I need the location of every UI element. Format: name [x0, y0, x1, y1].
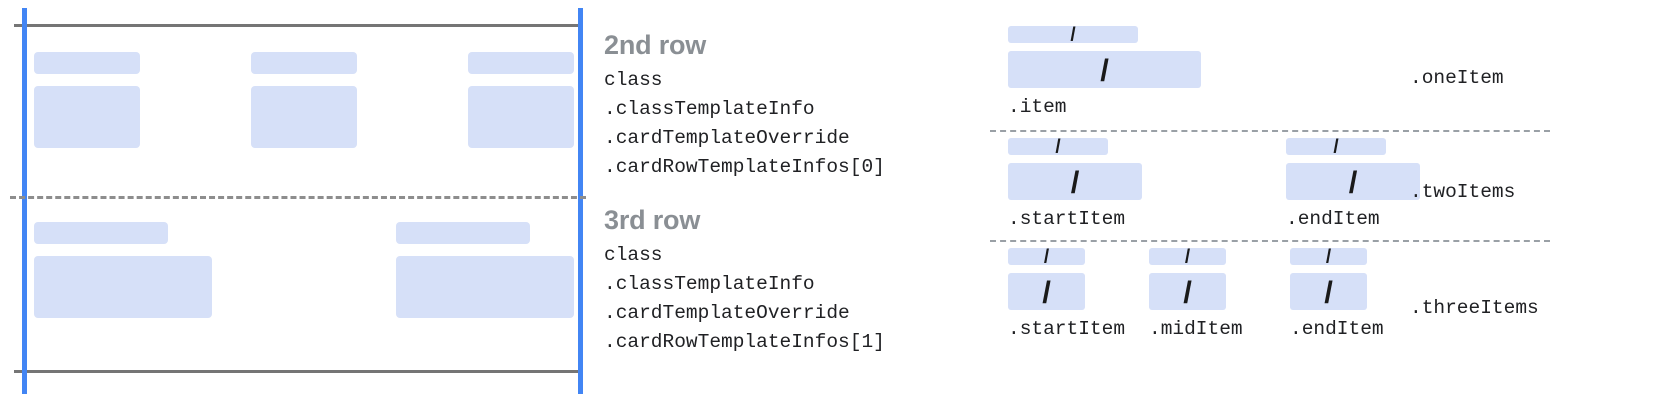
cell-body-placeholder — [34, 256, 212, 318]
layout-slot: / / .midItem — [1149, 248, 1290, 341]
slash-icon: / — [1183, 274, 1192, 309]
cell-title-placeholder — [34, 52, 140, 74]
card-row-2 — [34, 52, 574, 148]
layout-slot: / / .item — [1008, 26, 1201, 119]
slot-body-placeholder: / — [1008, 163, 1142, 200]
slash-icon: / — [1070, 164, 1080, 199]
card-cell — [34, 222, 212, 318]
slash-icon: / — [1184, 248, 1191, 265]
cell-title-placeholder — [396, 222, 530, 244]
card-cell — [34, 52, 140, 148]
caption-code-line: class — [604, 244, 663, 266]
caption-block-2nd-row: 2nd row class .classTemplateInfo .cardTe… — [604, 28, 885, 182]
row-captions: 2nd row class .classTemplateInfo .cardTe… — [604, 0, 964, 412]
slash-icon: / — [1100, 52, 1109, 87]
grid-left-guide — [22, 8, 27, 394]
variant-slots: / / .startItem / / .endItem — [1008, 138, 1564, 231]
cell-body-placeholder — [34, 86, 140, 148]
slot-label: .startItem — [1008, 208, 1126, 230]
slot-label: .endItem — [1290, 318, 1384, 340]
slot-body-placeholder: / — [1008, 273, 1085, 310]
variant-slots: / / .item — [1008, 26, 1201, 119]
card-cell — [396, 222, 574, 318]
slot-body-placeholder: / — [1290, 273, 1367, 310]
caption-code-line: .classTemplateInfo — [604, 98, 815, 120]
variant-label: .threeItems — [1410, 297, 1539, 319]
variant-label: .oneItem — [1410, 67, 1504, 89]
layout-slot: / / .endItem — [1290, 248, 1431, 341]
slot-title-placeholder: / — [1286, 138, 1386, 155]
slash-icon: / — [1042, 274, 1051, 309]
caption-code-line: class — [604, 69, 663, 91]
layout-slot: / / .startItem — [1008, 138, 1286, 231]
slot-body-placeholder: / — [1286, 163, 1420, 200]
caption-heading: 3rd row — [604, 205, 701, 235]
caption-heading: 2nd row — [604, 30, 707, 60]
slot-body-placeholder: / — [1149, 273, 1226, 310]
layout-slot: / / .startItem — [1008, 248, 1149, 341]
grid-right-guide — [578, 8, 583, 394]
cell-body-placeholder — [468, 86, 574, 148]
grid-bottom-rule — [14, 370, 580, 373]
caption-code-line: .cardTemplateOverride — [604, 127, 850, 149]
slot-body-placeholder: / — [1008, 51, 1201, 88]
slash-icon: / — [1055, 138, 1061, 155]
cell-title-placeholder — [468, 52, 574, 74]
caption-code-line: .cardTemplateOverride — [604, 302, 850, 324]
cell-title-placeholder — [251, 52, 357, 74]
layout-slot: / / .endItem — [1286, 138, 1564, 231]
slot-title-placeholder: / — [1008, 26, 1138, 43]
caption-block-3rd-row: 3rd row class .classTemplateInfo .cardTe… — [604, 203, 885, 357]
grid-top-rule — [14, 24, 580, 27]
variant-divider — [990, 130, 1550, 132]
variant-divider — [990, 240, 1550, 242]
cell-body-placeholder — [396, 256, 574, 318]
slot-label: .startItem — [1008, 318, 1126, 340]
caption-code-line: .classTemplateInfo — [604, 273, 815, 295]
slot-label: .midItem — [1149, 318, 1243, 340]
grid-row-divider — [10, 196, 586, 199]
slot-title-placeholder: / — [1290, 248, 1367, 265]
caption-code-line: .cardRowTemplateInfos[0] — [604, 156, 885, 178]
slash-icon: / — [1043, 248, 1050, 265]
slot-title-placeholder: / — [1008, 138, 1108, 155]
slot-label: .endItem — [1286, 208, 1380, 230]
cell-body-placeholder — [251, 86, 357, 148]
variant-slots: / / .startItem / / .midItem — [1008, 248, 1431, 341]
row-layout-variants: / / .item .oneItem / / — [980, 0, 1676, 412]
slash-icon: / — [1070, 26, 1076, 43]
cell-title-placeholder — [34, 222, 168, 244]
slot-label: .item — [1008, 96, 1067, 118]
slash-icon: / — [1348, 164, 1358, 199]
slash-icon: / — [1324, 274, 1333, 309]
card-row-3 — [34, 222, 574, 318]
caption-code-line: .cardRowTemplateInfos[1] — [604, 331, 885, 353]
variant-label: .twoItems — [1410, 181, 1516, 203]
card-cell — [251, 52, 357, 148]
card-grid-preview — [0, 0, 600, 412]
slot-title-placeholder: / — [1149, 248, 1226, 265]
card-cell — [468, 52, 574, 148]
slash-icon: / — [1333, 138, 1339, 155]
slash-icon: / — [1325, 248, 1332, 265]
slot-title-placeholder: / — [1008, 248, 1085, 265]
